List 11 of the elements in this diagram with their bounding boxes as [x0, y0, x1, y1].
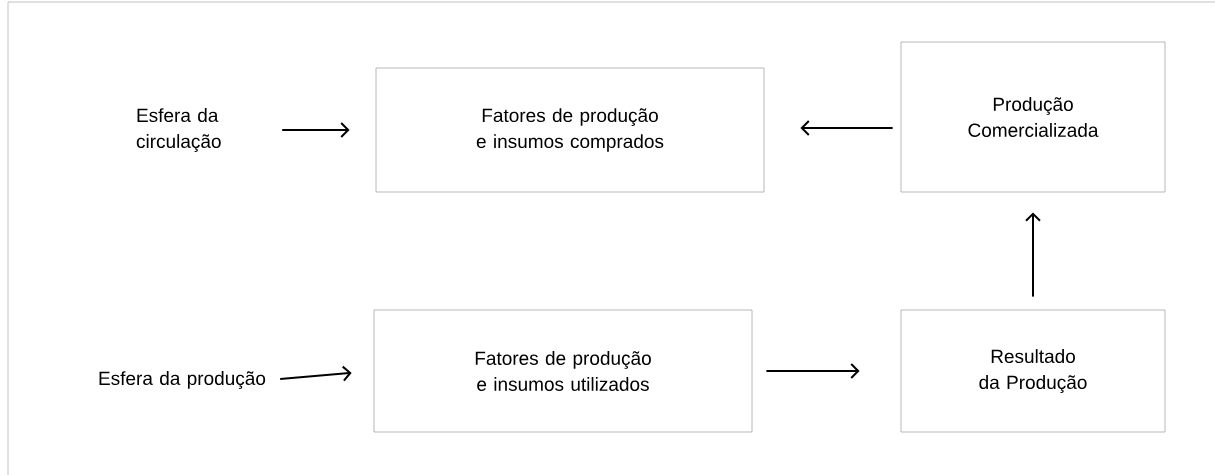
arrow: [1025, 212, 1041, 298]
arrow: [765, 363, 860, 379]
sphere-label: Esfera da produção: [99, 371, 266, 389]
process-box: Fatores de produção e insumos comprados: [375, 67, 765, 193]
arrow: [800, 120, 894, 136]
process-box: Fatores de produção e insumos utilizados: [373, 309, 753, 433]
arrow: [281, 122, 350, 138]
sphere-label: Esfera da circulação: [136, 108, 221, 152]
process-box: Produção Comercializada: [900, 41, 1166, 193]
process-box: Resultado da Produção: [900, 309, 1166, 433]
arrow: [279, 365, 352, 382]
